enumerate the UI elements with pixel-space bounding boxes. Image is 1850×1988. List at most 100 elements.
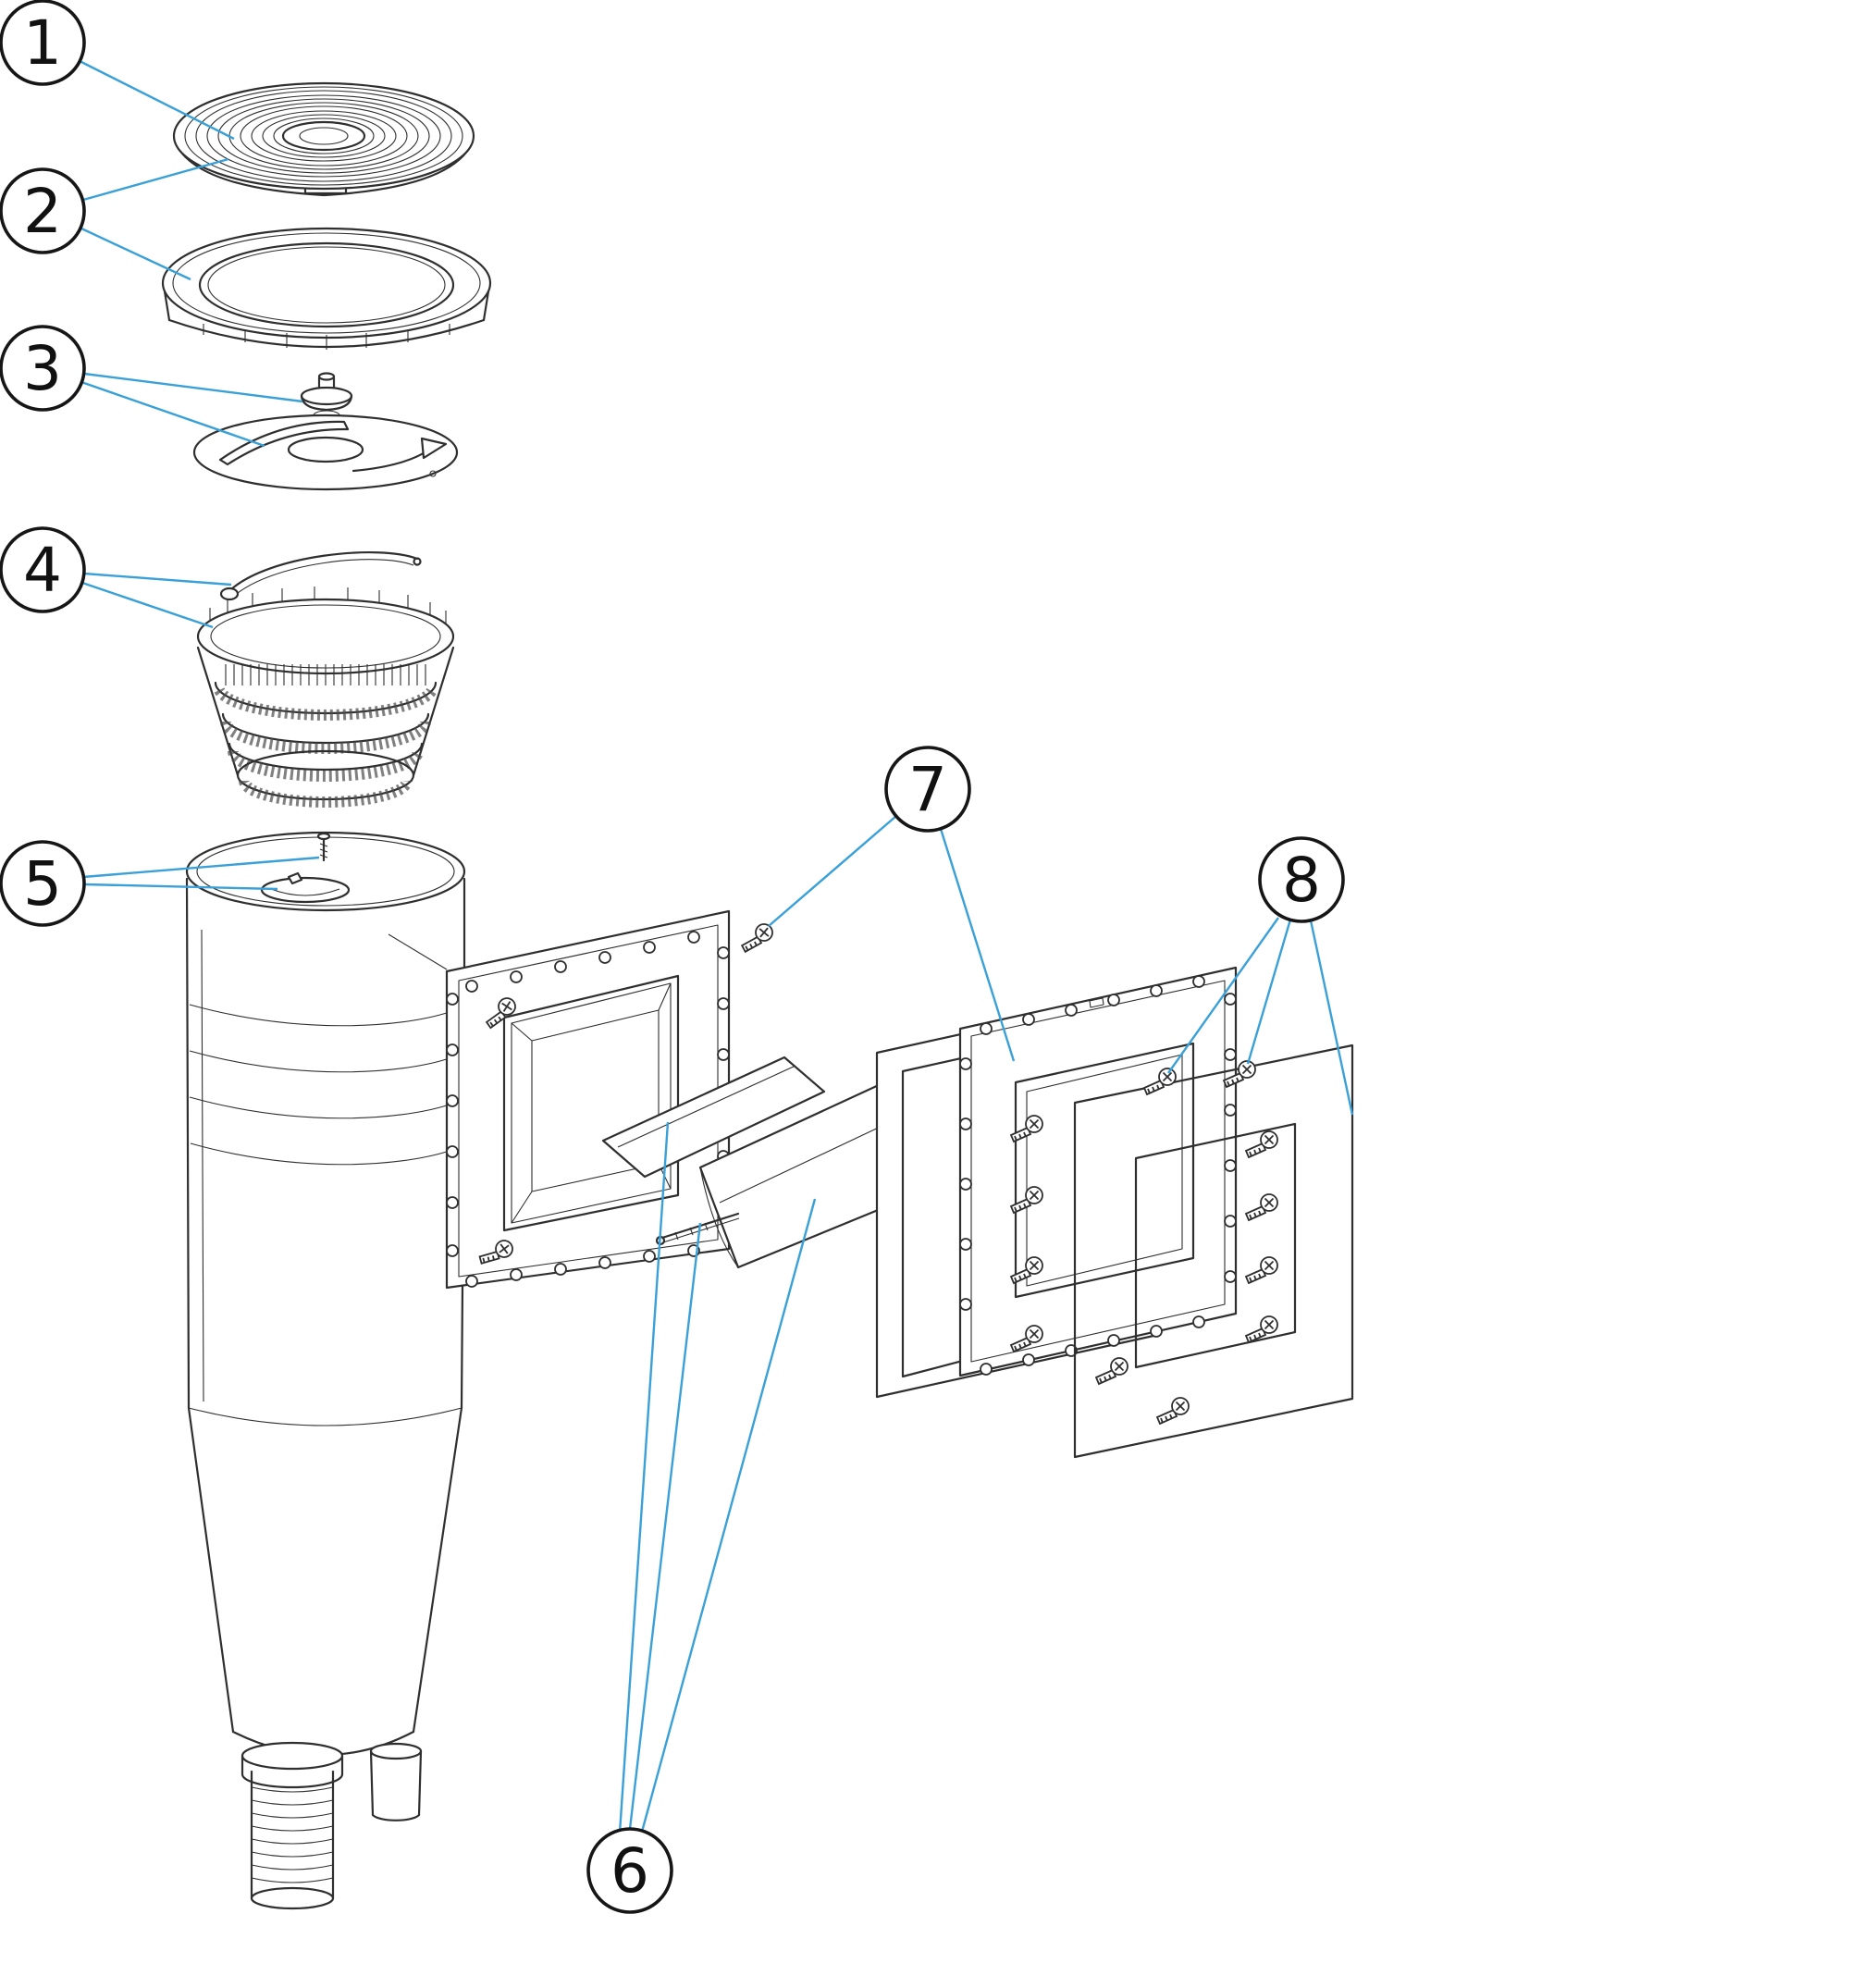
callout-number-1: 1 [23,7,62,79]
leader-line-6a [618,1121,670,1834]
bolt-hole [554,960,567,973]
body-rib [190,1142,450,1166]
leader-line-3b [80,380,265,448]
bolt-hole [643,941,656,954]
screw-icon [1245,1130,1278,1158]
callout-number-2: 2 [23,176,62,247]
body-side-stub [369,1742,423,1821]
callout-7: 7 [884,746,971,833]
plate-knob [300,372,353,421]
bolt-hole [959,1298,972,1311]
plate-center-hole [287,436,364,463]
bolt-hole [446,993,459,1006]
bolt-hole [446,1244,459,1257]
bolt-hole [1150,1325,1163,1338]
outlet-threads [251,1786,334,1883]
leader-lines [79,59,1354,1834]
leader-line-6b [628,1222,702,1830]
leader-line-7a [768,815,897,927]
collar-rim [161,227,492,340]
leader-line-4a [83,572,232,587]
body-top-screw [316,832,331,862]
body-left-edge [185,877,191,1410]
bolt-hole [980,1363,993,1376]
bolt-hole [1224,1215,1237,1228]
bolt-hole [959,1238,972,1251]
weir-plate-upper [601,1056,826,1179]
bolt-hole [1224,993,1237,1006]
callout-circle-7 [884,746,971,833]
bolt-hole [446,1094,459,1107]
lid-skirt [173,140,475,197]
body-rib [189,1050,450,1073]
lid-hub [281,120,366,152]
callout-2: 2 [0,167,86,254]
body-rib [189,1004,450,1027]
bolt-hole [1107,994,1120,1006]
body-flange [445,909,731,1290]
loose-screw-icon [739,922,775,954]
callout-circle-4 [0,526,86,613]
part-1-cover-lid [172,81,475,197]
screw-icon [1095,1357,1128,1385]
screw-icon [1245,1315,1278,1343]
trim-outer [1073,1043,1354,1459]
callout-5: 5 [0,840,86,927]
leader-line-7b [939,828,1016,1062]
callout-number-6: 6 [610,1835,649,1907]
bolt-hole [959,1057,972,1070]
faceplate-notch [1089,997,1104,1008]
bolt-hole [598,951,611,964]
faceplate-island [1014,1042,1195,1299]
leader-line-2b [80,227,191,281]
bolt-hole [465,980,478,993]
leader-line-5a [82,856,320,879]
callout-circle-2 [0,167,86,254]
bolt-hole [980,1022,993,1035]
part-4-basket-with-handle [196,551,455,808]
bolt-hole [1192,975,1205,988]
leader-line-2a [82,157,229,202]
bolt-hole [717,997,730,1010]
cap-tab [287,871,303,885]
callout-circle-6 [586,1827,673,1914]
bolt-hole [446,1196,459,1209]
bolt-hole [1022,1013,1035,1026]
callout-number-7: 7 [908,754,947,825]
bolt-hole [510,1268,523,1281]
basket-prongs [209,587,447,624]
basket-handle [219,551,422,601]
basket-slats [225,664,426,685]
callouts: 1 2 3 4 5 6 7 8 [0,0,1345,1914]
collar-ticks [203,324,450,350]
bolt-hole [687,931,700,944]
basket-rim [196,598,455,675]
body-seam [188,1407,462,1426]
collar-opening [198,241,455,328]
callout-4: 4 [0,526,86,613]
bolt-hole [717,1048,730,1061]
flange-opening [502,974,680,1232]
callout-1: 1 [0,0,86,86]
bolt-hole [598,1256,611,1269]
bolt-hole [554,1263,567,1276]
bolt-hole [1224,1104,1237,1117]
bolt-hole [1224,1159,1237,1172]
callout-number-5: 5 [23,848,62,920]
body-threaded-outlet [240,1741,344,1910]
callout-8: 8 [1258,836,1345,923]
faceplate-frame [958,966,1238,1377]
part-5-skimmer-body [185,831,731,1910]
part-2-extension-collar [161,227,492,350]
bolt-hole [1022,1353,1035,1366]
screw-icon [1245,1256,1278,1284]
bolt-hole [717,946,730,959]
callout-6: 6 [586,1827,673,1914]
body-round-cap [260,871,351,904]
screw-icon [1245,1193,1278,1221]
callout-circle-5 [0,840,86,927]
callout-circle-3 [0,325,86,412]
callout-number-3: 3 [23,333,62,404]
trim-frame [1073,1043,1354,1459]
